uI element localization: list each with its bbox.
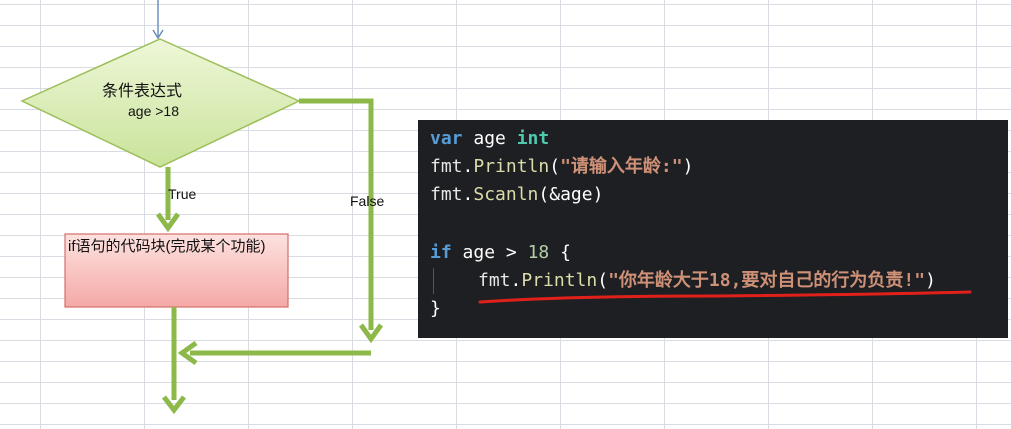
- package-name: fmt: [430, 184, 463, 205]
- function-name: Println: [473, 156, 550, 177]
- entry-arrow: [152, 0, 164, 40]
- condition-expression: age >18: [128, 103, 179, 119]
- keyword: var: [430, 128, 463, 149]
- true-label: True: [168, 186, 197, 202]
- identifier: age: [462, 242, 496, 263]
- condition-title: 条件表达式: [102, 83, 183, 100]
- type-name: int: [516, 128, 550, 149]
- code-panel: var age int fmt.Println("请输入年龄:") fmt.Sc…: [418, 120, 1008, 338]
- code-block-label: if语句的代码块(完成某个功能): [68, 238, 266, 255]
- keyword: if: [430, 242, 452, 263]
- call-args: (&age): [538, 184, 604, 205]
- function-name: Scanln: [473, 184, 539, 205]
- true-arrow: [155, 167, 181, 233]
- false-label: False: [350, 193, 385, 209]
- package-name: fmt: [430, 156, 463, 177]
- identifier: age: [473, 128, 506, 149]
- code-line-6: fmt.Println("你年龄大于18,要对自己的行为负责!"): [478, 270, 936, 291]
- operator: >: [505, 242, 517, 263]
- string-literal: "你年龄大于18,要对自己的行为负责!": [608, 270, 926, 291]
- if-code-block: [64, 233, 289, 308]
- code-line-5: if age > 18 {: [430, 240, 571, 266]
- open-brace: {: [560, 242, 571, 263]
- package-name: fmt: [478, 270, 511, 291]
- close-brace: }: [430, 298, 441, 319]
- code-line-1: var age int: [430, 126, 549, 152]
- number-literal: 18: [527, 242, 550, 263]
- condition-diamond: [20, 38, 301, 168]
- code-line-3: fmt.Scanln(&age): [430, 184, 604, 205]
- false-arrow: [299, 98, 384, 344]
- code-line-7: }: [430, 296, 441, 322]
- indent-guide: [433, 268, 434, 294]
- exit-arrow: [162, 307, 186, 415]
- merge-arrow: [177, 340, 371, 366]
- code-line-2: fmt.Println("请输入年龄:"): [430, 156, 694, 177]
- function-name: Println: [521, 270, 598, 291]
- string-literal: "请输入年龄:": [560, 156, 683, 177]
- red-underline-annotation: [478, 290, 972, 304]
